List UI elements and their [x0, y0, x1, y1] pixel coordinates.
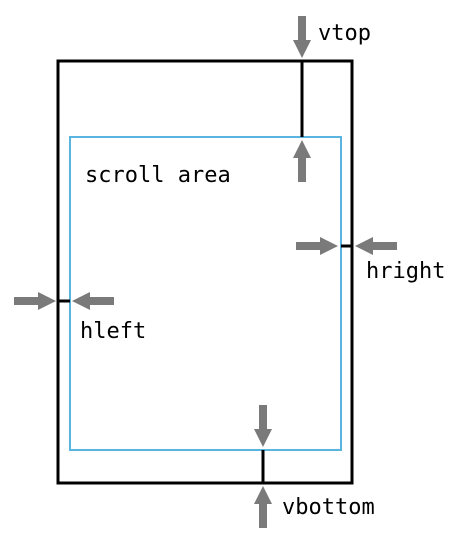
arrow-right-icon	[296, 237, 338, 255]
arrow-up-icon	[293, 140, 311, 182]
arrow-left-icon	[355, 237, 397, 255]
hright-label: hright	[366, 259, 445, 284]
hleft-label: hleft	[80, 319, 146, 344]
arrow-down-icon	[293, 16, 311, 58]
arrow-up-icon	[254, 486, 272, 528]
arrow-left-icon	[72, 292, 114, 310]
arrow-right-icon	[14, 292, 56, 310]
arrow-down-icon	[254, 405, 272, 447]
vtop-label: vtop	[318, 21, 371, 46]
vbottom-label: vbottom	[282, 495, 375, 520]
outer-viewport-box	[56, 59, 354, 485]
scroll-area-label: scroll area	[85, 163, 231, 188]
scroll-area-box	[69, 136, 342, 451]
